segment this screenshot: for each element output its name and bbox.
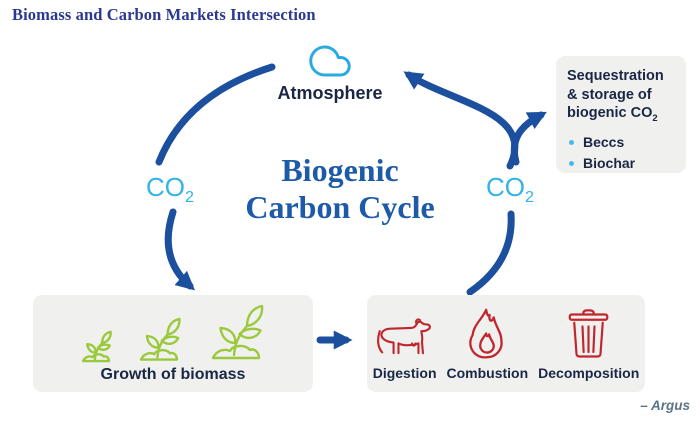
plant-icons	[33, 299, 313, 365]
trash-icon	[568, 309, 609, 358]
arrow-co2-left-to-growth	[164, 208, 195, 291]
digestion-label: Digestion	[372, 365, 437, 381]
atmosphere-label: Atmosphere	[277, 83, 383, 103]
cycle-title-line2: Carbon Cycle	[245, 189, 435, 225]
bullet-dot-icon	[569, 160, 574, 166]
co2-left-label: CO2	[146, 172, 194, 207]
decomposition-label: Decomposition	[538, 365, 640, 381]
list-item: Beccs	[567, 134, 686, 150]
seedling-small-icon	[82, 331, 112, 362]
bullet-dot-icon	[569, 139, 574, 145]
cycle-title-line1: Biogenic	[281, 152, 399, 188]
flame-icon	[469, 308, 504, 359]
growth-of-biomass-box: Growth of biomass	[33, 295, 313, 392]
cow-icon	[376, 318, 431, 355]
page-title: Biomass and Carbon Markets Intersection	[12, 5, 316, 24]
growth-label: Growth of biomass	[100, 366, 246, 383]
list-item: Biochar	[567, 155, 686, 171]
digestion-item: Digestion	[373, 317, 437, 381]
decomposition-item: Decomposition	[538, 308, 639, 381]
sequestration-bullet-list: Beccs Biochar	[567, 134, 686, 171]
cloud-icon	[302, 40, 358, 82]
arc-atmosphere-to-co2-left	[155, 63, 276, 166]
arc-emissions-to-co2-right	[466, 210, 515, 296]
attribution: – Argus	[640, 398, 690, 413]
cycle-title: Biogenic Carbon Cycle	[230, 152, 450, 226]
seedling-medium-icon	[140, 317, 181, 361]
arrow-co2-right-to-sequestration	[510, 111, 547, 166]
combustion-item: Combustion	[446, 307, 529, 381]
emissions-box: Digestion Combustion Decomposition	[367, 295, 645, 392]
co2-right-label: CO2	[486, 172, 534, 207]
combustion-label: Combustion	[446, 365, 529, 381]
sequestration-box: Sequestration & storage of biogenic CO2 …	[556, 56, 686, 173]
sequestration-title: Sequestration & storage of biogenic CO2	[567, 68, 664, 123]
seedling-large-icon	[211, 304, 264, 360]
